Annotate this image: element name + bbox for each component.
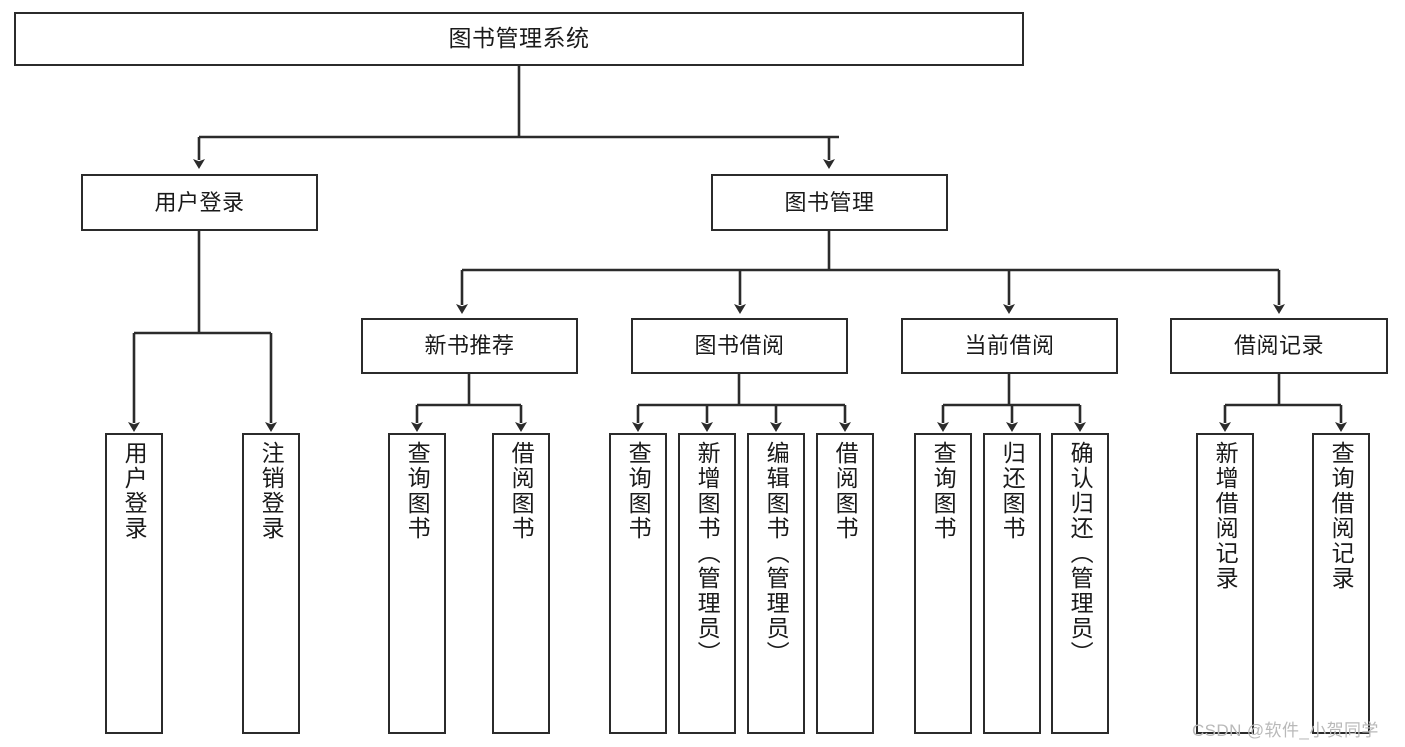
node-label: 用户登录 — [121, 441, 148, 541]
leaf-recommend-borrow-book[interactable]: 借阅图书 — [492, 433, 550, 734]
leaf-current-query-book[interactable]: 查询图书 — [914, 433, 972, 734]
node-label: 查询借阅记录 — [1328, 441, 1355, 591]
csdn-watermark: CSDN @软件_小贺同学 — [1192, 721, 1379, 740]
node-label: 确认归还（管理员） — [1067, 441, 1094, 666]
node-book-borrow[interactable]: 图书借阅 — [631, 318, 848, 374]
node-label: 归还图书 — [999, 441, 1026, 541]
leaf-current-return-book[interactable]: 归还图书 — [983, 433, 1041, 734]
node-label: 新增借阅记录 — [1212, 441, 1239, 591]
leaf-record-query-record[interactable]: 查询借阅记录 — [1312, 433, 1370, 734]
leaf-borrow-add-book-admin[interactable]: 新增图书（管理员） — [678, 433, 736, 734]
node-root-system[interactable]: 图书管理系统 — [14, 12, 1024, 66]
leaf-record-add-record[interactable]: 新增借阅记录 — [1196, 433, 1254, 734]
leaf-current-confirm-return-admin[interactable]: 确认归还（管理员） — [1051, 433, 1109, 734]
node-label: 借阅图书 — [508, 441, 535, 541]
node-label: 借阅记录 — [1233, 333, 1324, 359]
node-label: 编辑图书（管理员） — [763, 441, 790, 666]
node-label: 新增图书（管理员） — [694, 441, 721, 666]
leaf-borrow-borrow-book[interactable]: 借阅图书 — [816, 433, 874, 734]
node-current-borrow[interactable]: 当前借阅 — [901, 318, 1118, 374]
node-user-login[interactable]: 用户登录 — [81, 174, 318, 231]
node-new-book-recommend[interactable]: 新书推荐 — [361, 318, 578, 374]
node-label: 查询图书 — [625, 441, 652, 541]
leaf-user-login-login[interactable]: 用户登录 — [105, 433, 163, 734]
leaf-user-login-logout[interactable]: 注销登录 — [242, 433, 300, 734]
node-label: 图书借阅 — [694, 333, 785, 359]
leaf-borrow-edit-book-admin[interactable]: 编辑图书（管理员） — [747, 433, 805, 734]
node-label: 查询图书 — [404, 441, 431, 541]
node-label: 注销登录 — [258, 441, 285, 541]
node-label: 图书管理 — [784, 189, 875, 215]
node-label: 新书推荐 — [424, 333, 515, 359]
node-book-management[interactable]: 图书管理 — [711, 174, 948, 231]
node-label: 借阅图书 — [832, 441, 859, 541]
node-label: 用户登录 — [154, 189, 245, 215]
leaf-borrow-query-book[interactable]: 查询图书 — [609, 433, 667, 734]
node-label: 查询图书 — [930, 441, 957, 541]
node-label: 当前借阅 — [964, 333, 1055, 359]
node-label: 图书管理系统 — [448, 25, 590, 52]
node-borrow-record[interactable]: 借阅记录 — [1170, 318, 1388, 374]
leaf-recommend-query-book[interactable]: 查询图书 — [388, 433, 446, 734]
